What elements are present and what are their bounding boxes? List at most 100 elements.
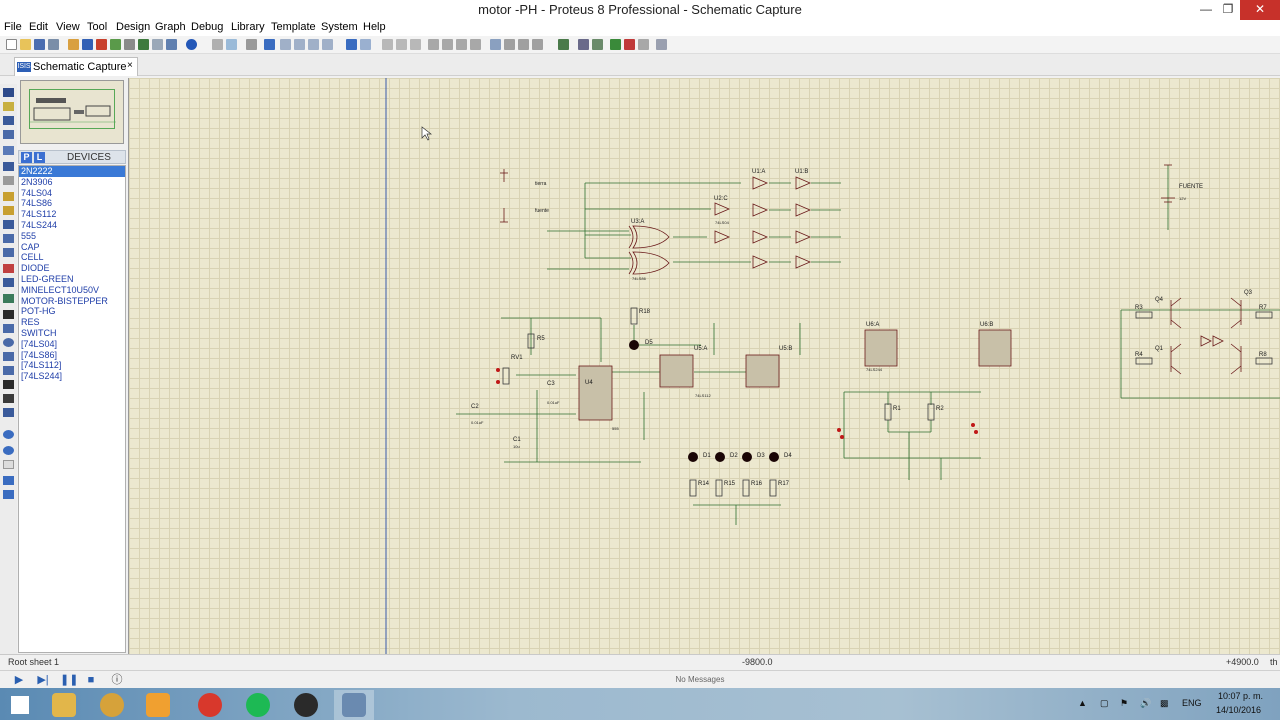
refresh-icon[interactable] [212,39,223,50]
save-icon[interactable] [34,39,45,50]
tape-recorder-icon[interactable] [3,234,14,243]
device-item[interactable]: 74LS86 [21,198,53,209]
volume-icon[interactable]: 🔊 [1140,698,1152,708]
menu-file[interactable]: File [4,21,22,33]
mirror-y-icon[interactable] [3,490,14,499]
exit-to-parent-icon[interactable] [638,39,649,50]
device-item[interactable]: 555 [21,230,37,241]
junction-dot-icon[interactable] [3,116,14,125]
zoom-area-icon[interactable] [322,39,333,50]
property-tool-icon[interactable] [592,39,603,50]
tab-schematic-capture[interactable]: ISIS Schematic Capture × [14,57,138,76]
device-item[interactable]: 2N2222 [19,166,125,177]
zoom-out-icon[interactable] [294,39,305,50]
tab-close-icon[interactable]: × [127,60,133,71]
play-button[interactable]: ▶ [12,673,26,687]
device-item[interactable]: 74LS04 [21,187,53,198]
box-2d-icon[interactable] [3,324,14,333]
overview-viewport[interactable] [29,89,116,129]
taskbar-app-2[interactable] [92,690,132,720]
remove-sheet-icon[interactable] [624,39,635,50]
virtual-instruments-icon[interactable] [3,294,14,303]
copy-icon[interactable] [396,39,407,50]
device-item[interactable]: DIODE [21,263,50,274]
electrical-rule-check-icon[interactable] [656,39,667,50]
print-icon[interactable] [48,39,59,50]
device-item[interactable]: 74LS112 [21,209,57,220]
open-folder-icon[interactable] [20,39,31,50]
block-rotate-icon[interactable] [456,39,467,50]
device-item[interactable]: 74LS244 [21,220,58,230]
decompose-icon[interactable] [532,39,543,50]
mirror-x-icon[interactable] [3,476,14,485]
cut-icon[interactable] [382,39,393,50]
pan-icon[interactable] [264,39,275,50]
gerber-icon[interactable] [124,39,135,50]
taskbar-proteus[interactable] [334,690,374,720]
device-item[interactable]: CAP [21,241,40,252]
buses-icon[interactable] [3,162,14,171]
device-item[interactable]: MINELECT10U50V [21,284,100,295]
rotation-angle-field[interactable] [3,460,14,469]
device-item[interactable]: POT-HG [21,306,56,317]
menu-edit[interactable]: Edit [29,21,48,33]
line-2d-icon[interactable] [3,310,14,319]
new-sheet-icon[interactable] [610,39,621,50]
clock-time[interactable]: 10:07 p. m. [1218,691,1264,701]
taskbar-spotify[interactable] [238,690,278,720]
schematic-canvas[interactable]: U1:A U1:B U2:C U3:A U4 U5:A U5:B U6:A U6… [128,78,1280,654]
help-icon[interactable] [186,39,197,50]
isis-icon[interactable] [82,39,93,50]
show-hidden-icons[interactable]: ▲ [1078,698,1087,708]
menu-graph[interactable]: Graph [155,21,186,33]
origin-icon[interactable] [246,39,257,50]
source-code-icon[interactable] [166,39,177,50]
grid-icon[interactable] [226,39,237,50]
wire-autorouter-icon[interactable] [558,39,569,50]
info-button[interactable]: ⓘ [110,673,124,687]
menu-system[interactable]: System [321,21,358,33]
device-item[interactable]: RES [21,317,40,328]
pick-devices-button[interactable]: P [21,152,32,163]
menu-view[interactable]: View [56,21,80,33]
marker-2d-icon[interactable] [3,408,14,417]
rotate-cw-icon[interactable] [3,430,14,439]
pause-button[interactable]: ❚❚ [60,673,78,687]
selection-mode-icon[interactable] [3,88,14,97]
maximize-button[interactable]: ❐ [1214,0,1242,20]
block-delete-icon[interactable] [470,39,481,50]
home-icon[interactable] [68,39,79,50]
make-device-icon[interactable] [504,39,515,50]
flag-icon[interactable]: ⚑ [1120,698,1129,708]
stop-button[interactable]: ■ [84,673,98,687]
3d-view-icon[interactable] [110,39,121,50]
menu-template[interactable]: Template [271,21,316,33]
wire-label-icon[interactable] [3,130,14,139]
rotate-ccw-icon[interactable] [3,446,14,455]
arc-2d-icon[interactable] [3,352,14,361]
voltage-probe-icon[interactable] [3,264,14,273]
graph-mode-icon[interactable] [3,220,14,229]
current-probe-icon[interactable] [3,278,14,287]
taskbar-app-6[interactable] [286,690,326,720]
symbol-2d-icon[interactable] [3,394,14,403]
circle-2d-icon[interactable] [3,338,14,347]
step-button[interactable]: ▶| [36,673,50,687]
path-2d-icon[interactable] [3,366,14,375]
clock-date[interactable]: 14/10/2016 [1216,705,1262,715]
device-item[interactable]: [74LS86] [21,349,58,360]
start-button[interactable] [0,690,40,720]
taskbar-media-player[interactable] [138,690,178,720]
menu-library[interactable]: Library [231,21,265,33]
text-2d-icon[interactable] [3,380,14,389]
undo-icon[interactable] [346,39,357,50]
menu-tool[interactable]: Tool [87,21,108,33]
device-item[interactable]: LED-GREEN [21,274,74,284]
redo-icon[interactable] [360,39,371,50]
minimize-button[interactable]: — [1192,0,1220,20]
bom-icon[interactable] [152,39,163,50]
pick-parts-icon[interactable] [490,39,501,50]
device-item[interactable]: CELL [21,252,44,263]
device-item[interactable]: [74LS04] [21,338,58,349]
library-manager-button[interactable]: L [34,152,45,163]
